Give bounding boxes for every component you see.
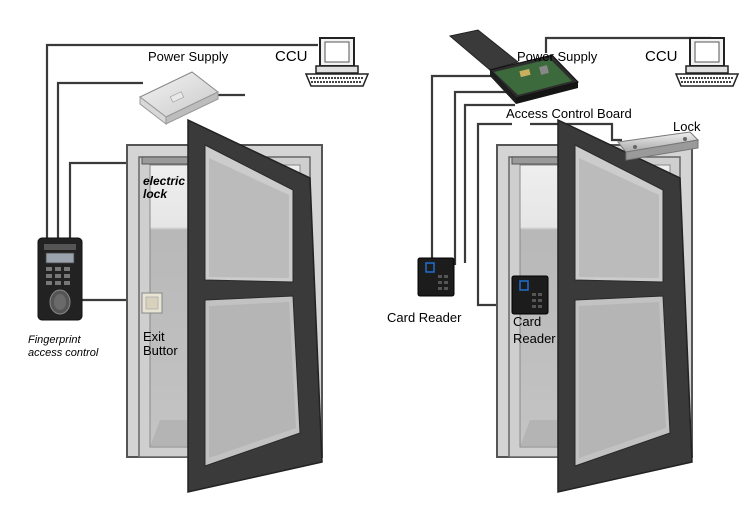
card-reader-inside <box>511 275 549 315</box>
electric-lock-label-2: lock <box>143 187 168 201</box>
right-ccu-label: CCU <box>645 48 678 65</box>
access-control-board <box>448 29 579 104</box>
left-ccu-computer <box>304 37 370 87</box>
card-reader-outside <box>417 257 455 297</box>
lock-label: Lock <box>673 119 701 134</box>
right-electric-lock <box>617 131 700 161</box>
right-open-door <box>557 118 693 493</box>
access-control-board-label: Access Control Board <box>506 106 632 121</box>
right-ccu-computer <box>674 37 740 87</box>
right-wires <box>430 36 712 307</box>
left-power-supply <box>139 71 219 126</box>
right-diagram: Power Supply CCU Access Control Board Lo… <box>387 29 740 493</box>
card-reader-outside-label: Card Reader <box>387 310 462 325</box>
left-ccu-label: CCU <box>275 48 308 65</box>
card-reader-inside-label-1: Card <box>513 314 541 329</box>
left-open-door <box>187 118 323 493</box>
left-diagram: Power Supply CCU electric lock Exit Butt… <box>28 37 370 493</box>
exit-button-label-1: Exit <box>143 329 165 344</box>
left-power-supply-label: Power Supply <box>148 49 229 64</box>
left-wires <box>45 43 318 302</box>
right-power-supply-label: Power Supply <box>517 49 598 64</box>
exit-button-label-2: Buttor <box>143 343 178 358</box>
fingerprint-label-1: Fingerprint <box>28 334 82 346</box>
card-reader-inside-label-2: Reader <box>513 331 556 346</box>
fingerprint-terminal <box>37 237 83 321</box>
fingerprint-label-2: access control <box>28 347 99 359</box>
exit-button <box>141 292 163 314</box>
electric-lock-label-1: electric <box>143 174 185 188</box>
